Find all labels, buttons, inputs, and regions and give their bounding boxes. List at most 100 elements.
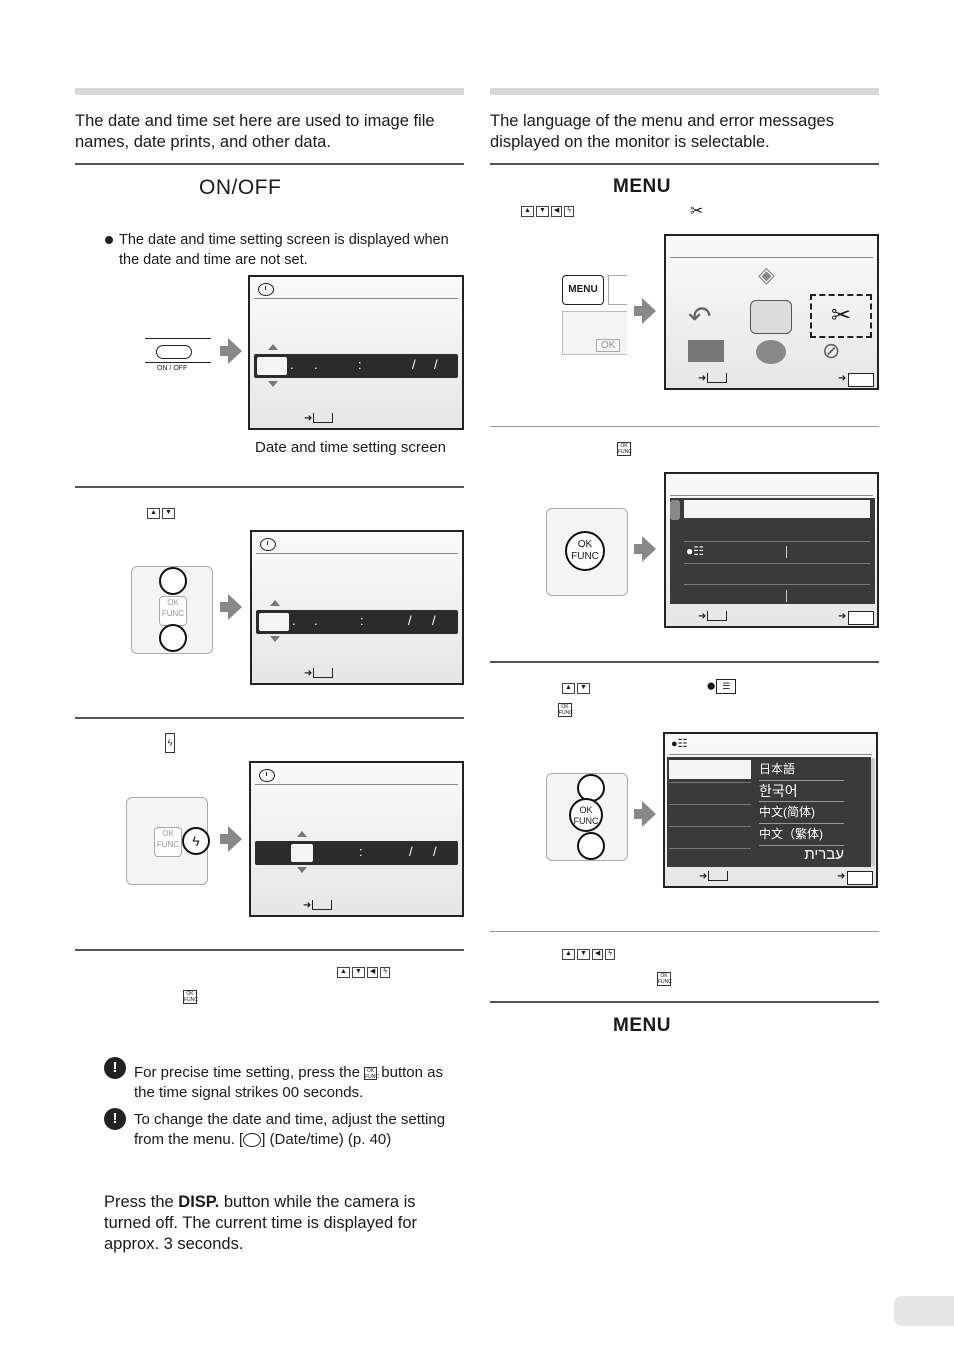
okfunc-button-icon: OK FUNC [183, 990, 198, 1004]
menu-tile-setup-selected-icon: ✂ [810, 294, 872, 338]
tip2-text-c: ] (Date/time) (p. 40) [261, 1131, 392, 1148]
clock-icon [260, 538, 276, 551]
datetime-field-bar: . . : / / [254, 354, 458, 378]
flash-button-highlight-icon: ϟ [182, 827, 210, 855]
step1-onoff-label: ON/OFF [199, 176, 282, 199]
language-selected-slot[interactable] [669, 760, 751, 779]
forward-arrow-icon: ➜ [837, 871, 846, 882]
language-option[interactable]: 中文（繁体) [759, 825, 844, 846]
up-arrow-icon [297, 831, 307, 837]
disp-button-label: DISP. [178, 1193, 220, 1211]
right-section-header-bar [490, 88, 879, 95]
divider [75, 949, 464, 951]
bullet-line-1: The date and time setting screen is disp… [119, 232, 449, 248]
forward-arrow-icon: ➜ [838, 373, 847, 384]
language-option[interactable]: 日本語 [759, 760, 844, 781]
disp-line-3: approx. 3 seconds. [104, 1235, 244, 1253]
language-screen-icon: ●☷ [671, 738, 688, 750]
back-key-icon: ➜ [698, 611, 728, 622]
back-key-icon: ➜ [303, 900, 333, 911]
back-key-icon: ➜ [698, 373, 728, 384]
right-intro-line-1: The language of the menu and error messa… [490, 112, 834, 130]
right-intro-line-2: displayed on the monitor is selectable. [490, 133, 770, 151]
bullet-line-2: the date and time are not set. [119, 252, 308, 268]
arrow-buttons-icons: ▲▼◀ϟ [337, 964, 392, 982]
arrow-icon [634, 298, 656, 324]
arrow-icon [220, 826, 242, 852]
page-number-tab [894, 1296, 954, 1326]
clock-icon [258, 283, 274, 296]
arrow-buttons-icons: ▲▼◀ϟ [562, 946, 617, 964]
language-icon: ●☰ [706, 676, 737, 696]
menu-tile-print-icon [688, 340, 724, 362]
arrow-icon [634, 536, 656, 562]
left-intro-line-2: names, date prints, and other data. [75, 133, 331, 151]
screen-caption: Date and time setting screen [255, 439, 446, 456]
setup-tools-icon: ✂ [690, 203, 704, 220]
divider [490, 426, 879, 427]
datetime-screen-3: : / / ➜ [249, 761, 464, 917]
clock-inline-icon [243, 1133, 262, 1148]
language-menu-icon: ●☷ [686, 544, 705, 558]
left-intro-line-1: The date and time set here are used to i… [75, 112, 435, 130]
okfunc-inline-icon: OK FUNC [364, 1066, 379, 1080]
menu-key-illustration: MENU OK [560, 273, 627, 355]
disp-instructions: Press the DISP. button while the camera … [104, 1192, 454, 1255]
menu-button-label: MENU [613, 176, 671, 197]
list-item-selected[interactable] [684, 500, 870, 518]
okfunc-button-icon: OK FUNC [657, 972, 672, 986]
menu-tile-top-icon: ◈ [758, 262, 775, 287]
step1-bullet: The date and time setting screen is disp… [105, 230, 465, 270]
left-intro-text: The date and time set here are used to i… [75, 111, 475, 153]
onoff-button-illustration: ON / OFF [145, 334, 215, 374]
up-arrow-icon [270, 600, 280, 606]
datetime-screen-1: . . : / / ➜ [248, 275, 464, 430]
language-select-screen: ●☷ 日本語 한국어 中文(简体) 中文（繁体) עברית ➜ ➜ [663, 732, 878, 888]
ok-key-icon [848, 373, 874, 387]
tip-change-datetime: To change the date and time, adjust the … [134, 1110, 469, 1150]
right-intro-text: The language of the menu and error messa… [490, 111, 890, 153]
arrow-icon [634, 801, 656, 827]
setup-menu-screen: ↶ ✂ ⊘ ◈ ➜ ➜ [664, 234, 879, 390]
down-arrow-icon [268, 381, 278, 387]
onoff-button-label: ON / OFF [157, 365, 188, 372]
clock-icon [259, 769, 275, 782]
up-arrow-icon [268, 344, 278, 350]
ok-key-icon [848, 611, 874, 625]
datetime-screen-2: . . : / / ➜ [250, 530, 464, 685]
caution-icon: ! [104, 1108, 126, 1130]
tip1-text-a: For precise time setting, press the [134, 1064, 360, 1081]
menu-tile-scene-icon [756, 340, 786, 364]
menu-tile-silent-icon: ⊘ [822, 338, 841, 363]
up-button-highlight-icon [159, 567, 187, 595]
self-timer-button-highlight-icon [577, 832, 605, 860]
arrow-buttons-icons: ▲▼◀ϟ [521, 203, 576, 221]
menu-key: MENU [562, 275, 604, 305]
menu-button-label: MENU [613, 1015, 671, 1036]
down-arrow-icon [270, 636, 280, 642]
tip2-text-a: To change the date and time, adjust the … [134, 1111, 446, 1128]
updown-button-icons: ▲▼ [147, 505, 177, 523]
datetime-field-bar: : / / [255, 841, 458, 865]
menu-tile-return-icon: ↶ [688, 301, 712, 332]
arrow-icon [220, 338, 242, 364]
back-key-icon: ➜ [699, 871, 729, 882]
menu-tile-camera-icon [750, 300, 792, 334]
updown-button-icons: ▲▼ [562, 680, 592, 698]
language-option[interactable]: עברית [804, 846, 844, 863]
language-option[interactable]: 한국어 [759, 781, 844, 802]
tip1-text-b: button as [381, 1064, 443, 1081]
back-key-icon: ➜ [304, 413, 334, 424]
ok-key-icon [847, 871, 873, 885]
left-section-header-bar [75, 88, 464, 95]
language-option[interactable]: 中文(简体) [759, 803, 844, 824]
bullet-dot-icon [105, 236, 113, 244]
divider [75, 163, 464, 165]
